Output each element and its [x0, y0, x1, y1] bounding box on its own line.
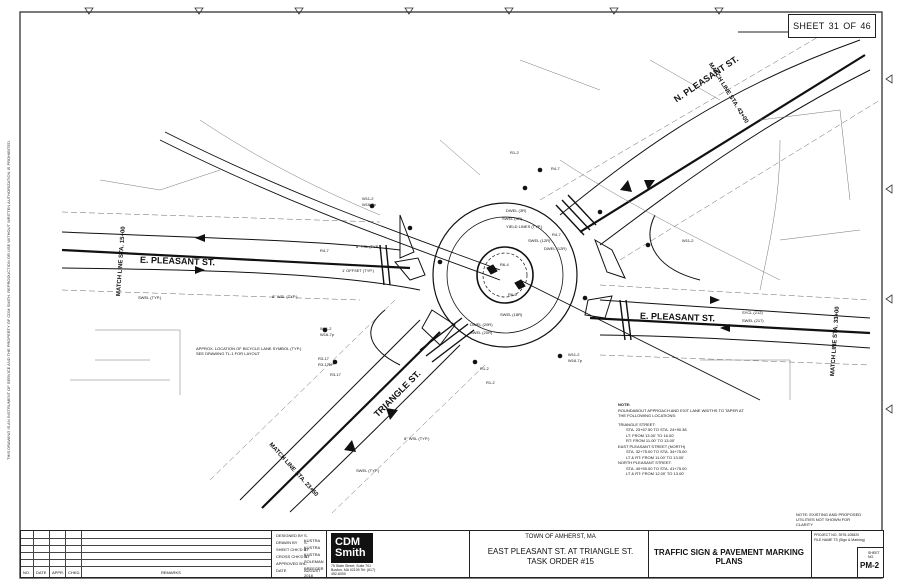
firm-address: 75 State Street, Suite 701 Boston, MA 02…	[331, 564, 376, 576]
roundabout	[432, 202, 578, 348]
sign-label: W11-2	[568, 352, 580, 357]
notes-line: THE FOLLOWING LOCATIONS:	[618, 413, 677, 418]
notes-line: NORTH PLEASANT STREET:	[618, 460, 672, 465]
parcel-lines	[70, 59, 861, 400]
notes-line: LT: FROM 13.00' TO 16.00'	[626, 432, 675, 438]
marking-label: DWEL (12R)	[544, 246, 567, 251]
sign-label: W11-2	[320, 326, 332, 331]
notes-line: LT & RT: FROM 11.00' TO 13.00'	[626, 454, 684, 460]
sign-post-icons	[322, 167, 651, 365]
border-ticks	[84, 7, 893, 414]
utilities-note: NOTE: EXISTING AND PROPOSED UTILITIES NO…	[796, 512, 862, 527]
drawing-title: TRAFFIC SIGN & PAVEMENT MARKING PLANS	[654, 548, 804, 566]
splitter-islands	[394, 214, 626, 346]
revision-table: NO. DATE APPR. CHKD. REMARKS	[21, 531, 271, 577]
sign-label: R6-4	[500, 262, 509, 267]
marking-label: 1' OFFSET (TYP.)	[342, 268, 374, 273]
project-title: EAST PLEASANT ST. AT TRIANGLE ST. TASK O…	[487, 547, 634, 566]
marking-label: DWEL (20R)	[470, 322, 493, 327]
sign-label: R4-7	[552, 232, 561, 237]
sheet-prefix: SHEET	[793, 21, 825, 31]
sheet-number: 31	[828, 21, 840, 31]
roadway-north-pleasant	[539, 29, 881, 281]
marking-label: 8" YSL (TYP.)	[356, 244, 381, 249]
marking-label: SWEL (3R)	[502, 216, 523, 221]
notes-line: LT & RT: FROM 12.00' TO 13.00'	[626, 471, 685, 476]
bicycle-symbol-callout: APPROX. LOCATION OF BICYCLE LANE SYMBOL …	[196, 346, 302, 356]
marking-label: SYCL (212)	[742, 310, 763, 315]
roadway-east-pleasant	[61, 211, 871, 366]
sign-label: R1-2	[510, 150, 519, 155]
project-meta: PROJECT NO. 3975-105820 FILE NAME TS (Si…	[814, 533, 865, 542]
roundabout-notes: NOTE: ROUNDABOUT APPROACH AND EXIT LANE …	[618, 402, 768, 477]
cdm-smith-logo: CDM Smith	[331, 533, 373, 563]
notes-line: TRIANGLE STREET:	[618, 421, 656, 427]
marking-label: SWEL (TYP.)	[356, 468, 380, 473]
marking-label: SWEL (TYP.)	[138, 295, 162, 300]
sign-label: R3-17	[330, 372, 341, 377]
marking-label: 8" WSL (TYP.)	[272, 294, 298, 299]
roadway-triangle	[209, 299, 486, 516]
sign-label: W16-7p	[568, 358, 583, 363]
notes-line: ROUNDABOUT APPROACH AND EXIT LANE WIDTHS…	[618, 407, 744, 413]
sign-label: R4-7	[551, 166, 560, 171]
marking-label: DWEL (3R)	[506, 208, 527, 213]
client-name: TOWN OF AMHERST, MA	[525, 534, 596, 540]
side-strip-text: THIS DRAWING IS AN INSTRUMENT OF SERVICE…	[6, 139, 11, 460]
rev-header: CHKD.	[68, 570, 81, 575]
notes-heading: NOTE:	[618, 402, 631, 407]
diagonal-corridor	[159, 119, 781, 401]
sign-label: W11-2	[682, 238, 694, 243]
rev-header: REMARKS	[161, 570, 181, 575]
sign-label: R4-7	[320, 248, 329, 253]
marking-label: SWEL (20R)	[470, 330, 493, 335]
sheet-no-label: SHEET NO.	[868, 551, 880, 559]
crosswalks	[379, 194, 632, 363]
rev-header: NO.	[23, 570, 31, 575]
sheet-no: PM-2	[860, 561, 880, 570]
sign-label: W16-7p	[320, 332, 335, 337]
sign-label: R3-17	[318, 356, 329, 361]
lane-arrow-icons	[195, 180, 730, 452]
sign-label: R1-2	[486, 380, 495, 385]
notes-line: STA. 40+50.00 TO STA. 41+75.00	[626, 465, 687, 471]
notes-line: RT: FROM 11.00' TO 13.00'	[626, 438, 675, 443]
notes-line: EAST PLEASANT STREET (NORTH)	[618, 443, 686, 449]
marking-label: SWEL (12R)	[528, 238, 551, 243]
notes-line: STA. 23+67.50 TO STA. 24+90.38	[626, 427, 687, 432]
notes-line: STA. 32+75.00 TO STA. 34+75.00	[626, 449, 687, 454]
sheet-of: OF	[843, 21, 857, 31]
sign-label: R1-2	[480, 366, 489, 371]
sheet-border	[19, 11, 883, 579]
rev-header: APPR.	[52, 570, 65, 575]
sheet-total: 46	[860, 21, 871, 31]
title-block: NO. DATE APPR. CHKD. REMARKS DESIGNED BY…	[20, 530, 884, 578]
sign-label: W16-7p	[362, 202, 377, 207]
sign-label: W11-2	[362, 196, 374, 201]
sheet-counter: SHEET 31 OF 46	[788, 14, 876, 38]
marking-label: SWEL (217)	[742, 318, 764, 323]
sign-label: R6-5	[508, 292, 517, 297]
marking-label: SWEL (18R)	[500, 312, 523, 317]
rev-header: DATE	[36, 570, 47, 575]
sign-label: R3-17bP	[318, 362, 334, 367]
marking-label: YIELD LINES (TYP.)	[506, 224, 543, 229]
marking-label: 8" WSL (TYP.)	[404, 436, 430, 441]
